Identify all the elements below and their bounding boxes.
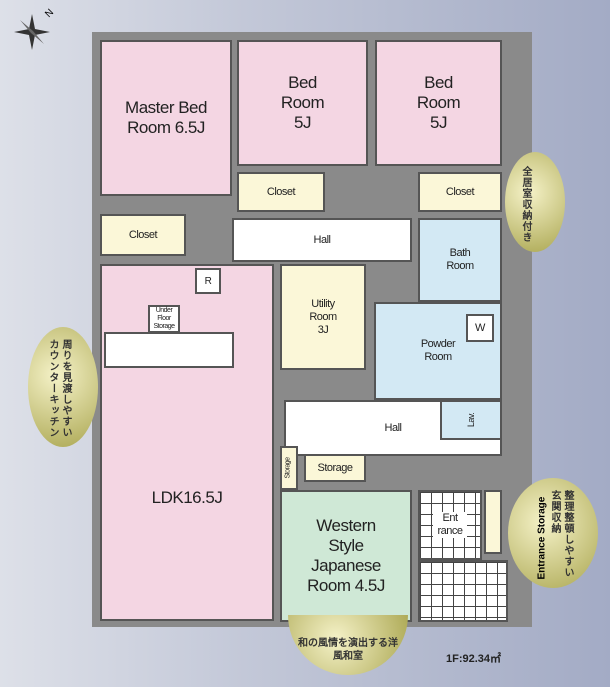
- ldk: LDK16.5J: [100, 376, 274, 621]
- bath-room: Bath Room: [418, 218, 502, 302]
- closet-bed-2: Closet: [418, 172, 502, 212]
- bed-room-2: Bed Room 5J: [375, 40, 502, 166]
- washer-space: W: [466, 314, 494, 342]
- floor-area: 1F:92.34㎡: [446, 653, 502, 665]
- callout-kitchen: 周りを見渡しやすいカウンターキッチン: [28, 327, 98, 447]
- kitchen-counter: [104, 332, 234, 368]
- r-shaft: R: [195, 268, 221, 294]
- japanese-room: Western Style Japanese Room 4.5J: [280, 490, 412, 622]
- storage: Storage: [304, 454, 366, 482]
- closet-master: Closet: [100, 214, 186, 256]
- callout-entrance: 整理整頓しやすい玄関収納 Entrance Storage: [508, 478, 598, 588]
- bed-room-1: Bed Room 5J: [237, 40, 368, 166]
- entrance-storage: [484, 490, 502, 554]
- entrance: Ent rance: [418, 490, 482, 560]
- compass-icon: [14, 14, 50, 50]
- callout-japanese: 和の風情を演出する洋風和室: [288, 615, 408, 675]
- compass: N: [12, 7, 56, 52]
- callout-closets: 全居室収納付き: [505, 152, 565, 252]
- porch: [418, 560, 508, 622]
- master-bed-room: Master Bed Room 6.5J: [100, 40, 232, 196]
- hall-top: Hall: [232, 218, 412, 262]
- under-floor-storage: Under Floor Storage: [148, 305, 180, 333]
- lavatory: Lav.: [440, 400, 502, 440]
- utility-room: Utility Room 3J: [280, 264, 366, 370]
- closet-bed-1: Closet: [237, 172, 325, 212]
- storage-small: Storage: [280, 446, 298, 490]
